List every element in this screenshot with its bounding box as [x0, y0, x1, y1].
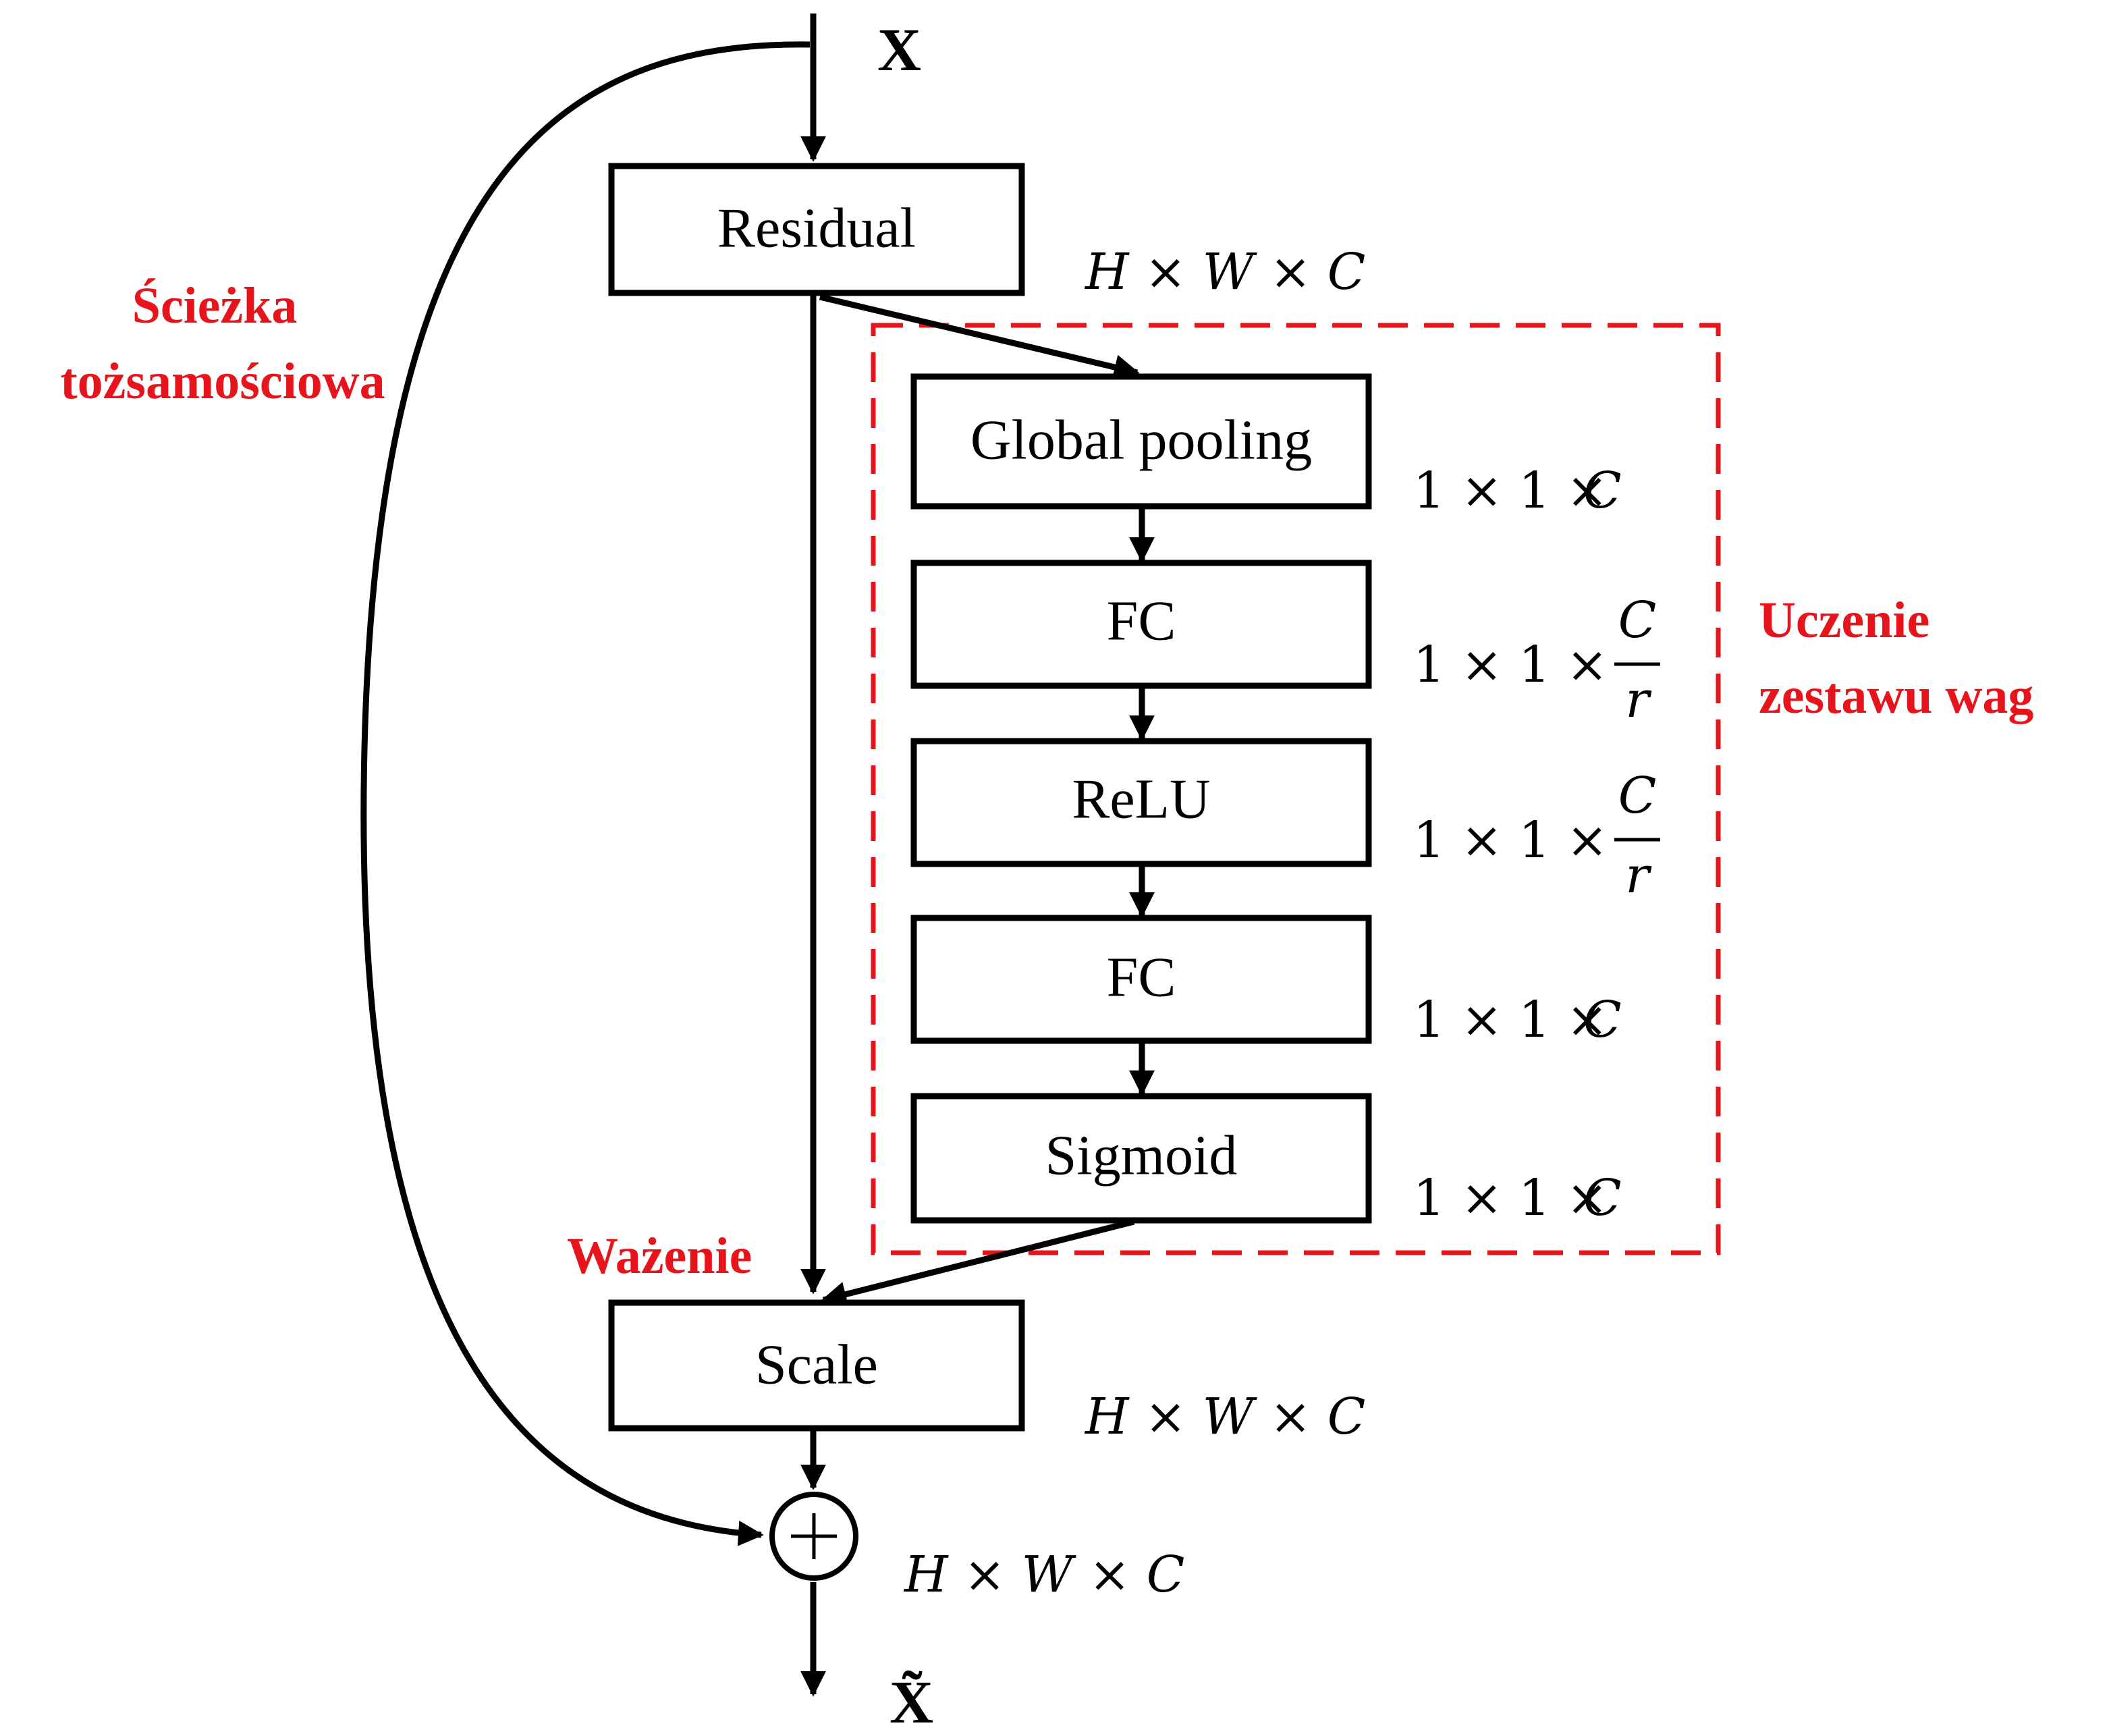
residual-to-pooling-arrow — [819, 294, 1140, 380]
dim-sigmoid: 1 × 1 × C — [1413, 1169, 1622, 1227]
residual-label: Residual — [717, 196, 916, 259]
global-pooling-label: Global pooling — [970, 408, 1312, 471]
dim-fc2: 1 × 1 × C — [1413, 991, 1622, 1049]
svg-text:r: r — [1625, 846, 1652, 904]
sigmoid-block: Sigmoid — [910, 1093, 1372, 1224]
relu-label: ReLU — [1072, 767, 1210, 830]
circled-plus-icon — [769, 1492, 858, 1581]
svg-text:r: r — [1625, 671, 1652, 729]
dim-scale-out: H × W × C — [1084, 1388, 1365, 1446]
svg-text:C: C — [1583, 991, 1622, 1049]
weighting-annotation: Ważenie — [567, 1228, 752, 1284]
dim-global-pooling: 1 × 1 × C — [1413, 462, 1622, 520]
residual-block: Residual — [608, 163, 1025, 296]
fc1-block: FC — [910, 560, 1372, 689]
identity-path-line-1: Ścieżka — [132, 277, 298, 334]
svg-text:1 × 1 ×: 1 × 1 × — [1413, 811, 1608, 869]
weight-learning-line-1: Uczenie — [1759, 592, 1929, 649]
identity-path-curve — [360, 41, 811, 1546]
global-pooling-block: Global pooling — [910, 373, 1372, 510]
svg-text:1 × 1 ×: 1 × 1 × — [1413, 462, 1608, 520]
dim-sum-out: H × W × C — [903, 1546, 1184, 1604]
svg-text:C: C — [1583, 462, 1622, 520]
svg-text:1 × 1 ×: 1 × 1 × — [1413, 1169, 1608, 1227]
fc2-block: FC — [910, 915, 1372, 1044]
sigmoid-label: Sigmoid — [1045, 1124, 1238, 1187]
fc1-label: FC — [1107, 589, 1176, 652]
svg-text:C: C — [1618, 767, 1657, 825]
svg-text:C: C — [1583, 1169, 1622, 1227]
weight-learning-annotation: Uczenie zestawu wag — [1759, 592, 2033, 724]
dim-fc1: 1 × 1 × C r — [1413, 591, 1660, 729]
fc2-label: FC — [1107, 946, 1176, 1008]
identity-path-line-2: tożsamościowa — [60, 353, 385, 410]
input-symbol: X — [877, 17, 921, 84]
relu-block: ReLU — [910, 738, 1372, 867]
identity-path-annotation: Ścieżka tożsamościowa — [60, 277, 385, 410]
svg-text:1 × 1 ×: 1 × 1 × — [1413, 991, 1608, 1049]
sigmoid-to-scale-arrow — [821, 1218, 1135, 1307]
output-symbol: X̃ — [889, 1669, 933, 1736]
scale-label: Scale — [755, 1333, 878, 1396]
scale-block: Scale — [608, 1299, 1025, 1432]
svg-text:1 × 1 ×: 1 × 1 × — [1413, 636, 1608, 694]
dim-relu: 1 × 1 × C r — [1413, 767, 1660, 904]
weight-learning-region — [871, 323, 1721, 1255]
dim-residual-out: H × W × C — [1084, 243, 1365, 301]
weight-learning-line-2: zestawu wag — [1759, 668, 2033, 724]
svg-text:C: C — [1618, 591, 1657, 649]
